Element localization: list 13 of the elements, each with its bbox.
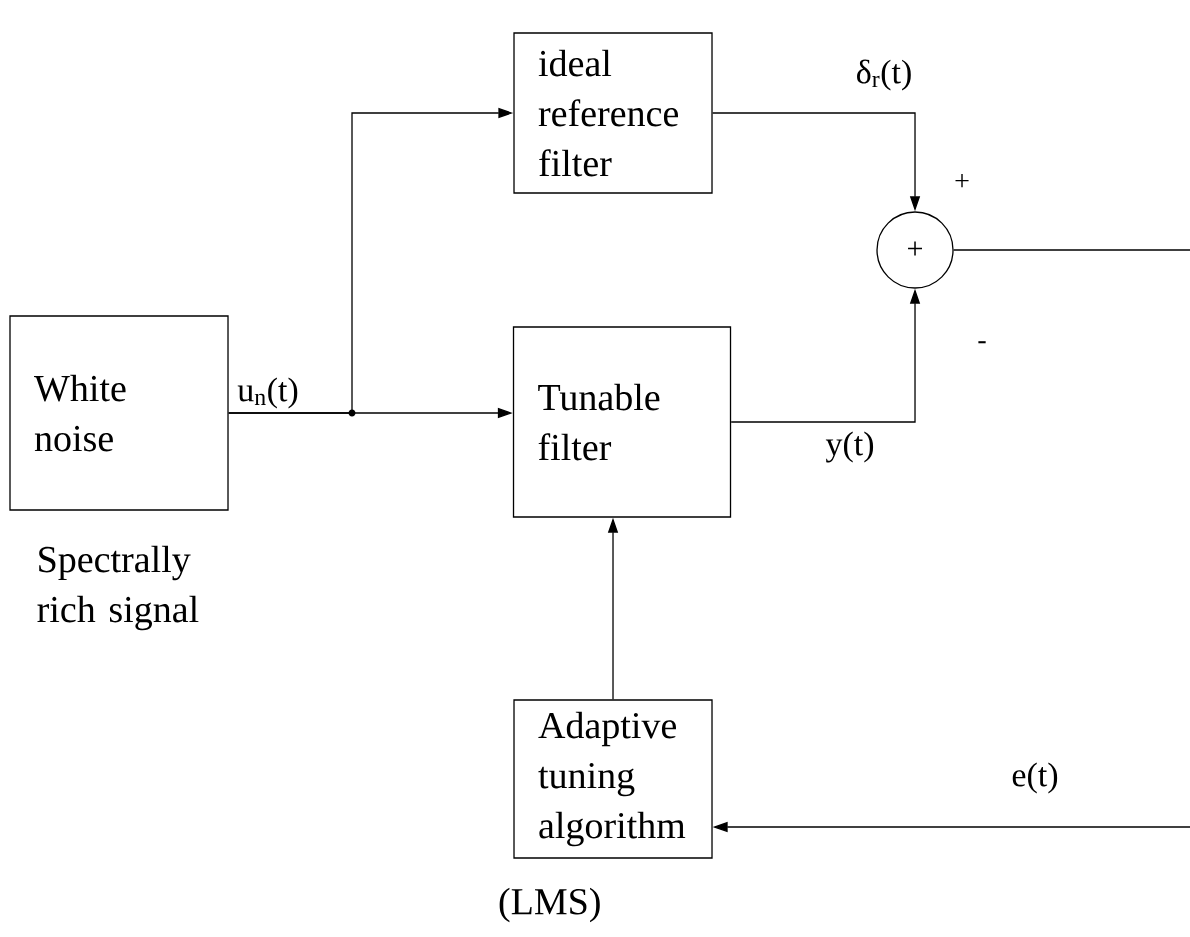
filter-box: ideal reference filter — [513, 32, 713, 194]
edge-label: e(t) — [1009, 760, 1061, 796]
sign-label: - — [978, 341, 986, 344]
sign-label: + — [955, 174, 969, 188]
node-label: Spectrally rich signal — [37, 545, 199, 631]
edge-label: δ$_{r}$(t) — [853, 57, 915, 93]
edge-label: u$_{n}$(t) — [235, 375, 301, 411]
edge-label: y(t) — [823, 429, 877, 465]
process-box: Adaptive tuning algorithm — [513, 699, 713, 859]
source-box: White noise — [9, 315, 229, 511]
node-label: (LMS) — [499, 887, 600, 923]
summing-junction: + — [876, 211, 954, 289]
filter-box: Tunable filter — [512, 326, 732, 518]
